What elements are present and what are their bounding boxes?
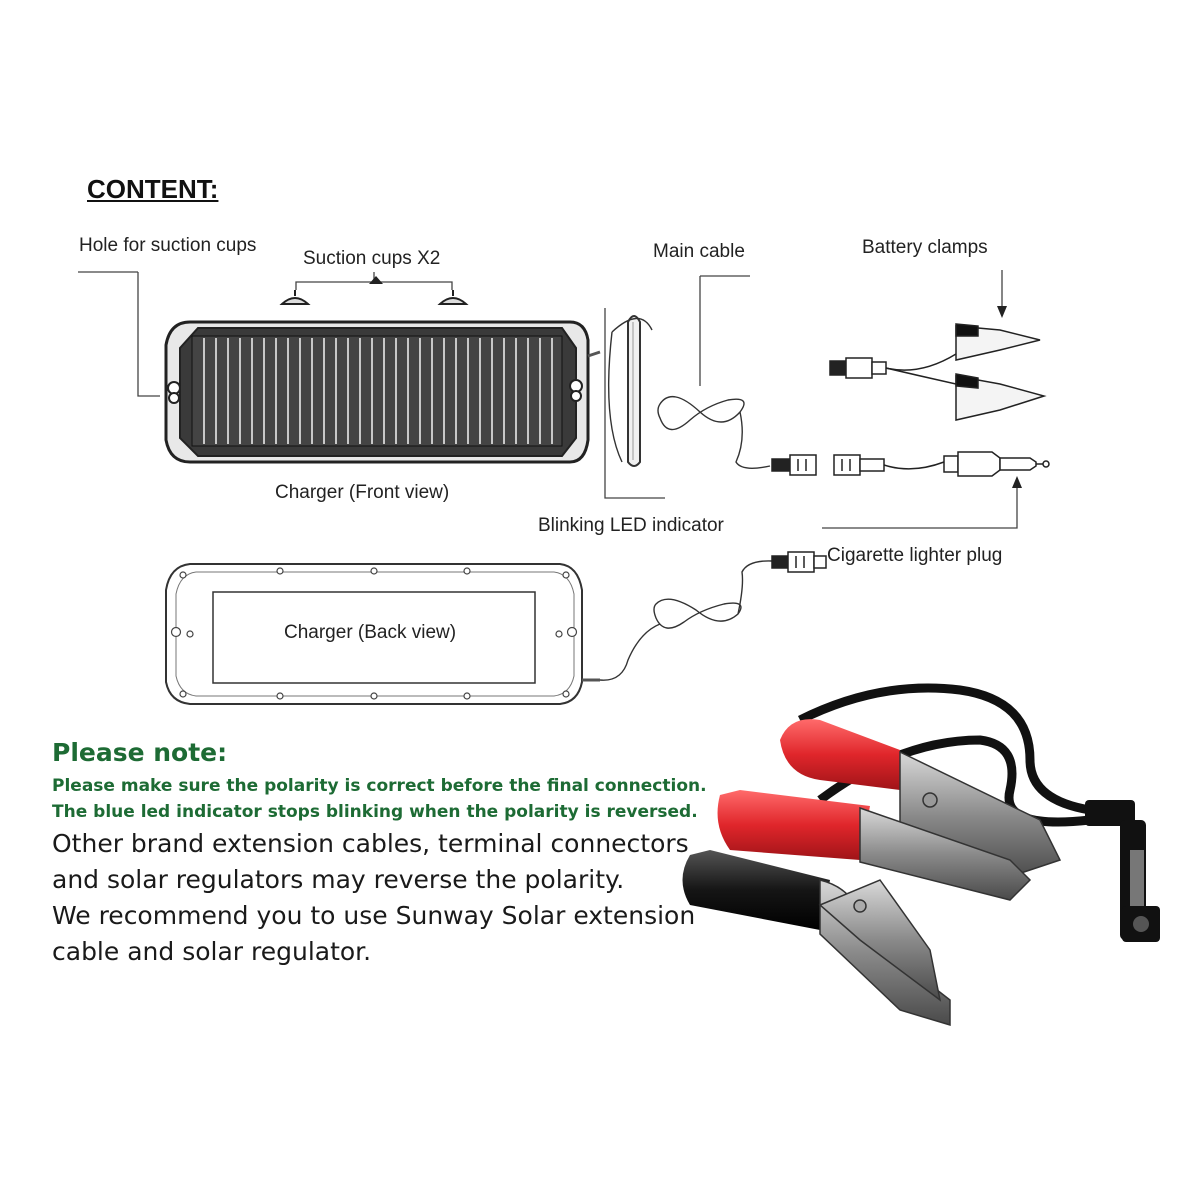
sae-connector-main-icon	[772, 455, 816, 475]
solar-cell-area	[192, 336, 562, 446]
suction-hole-left-icon	[168, 382, 180, 403]
sae-connector-plug-icon	[834, 455, 944, 475]
cigarette-lighter-plug-icon	[944, 452, 1049, 476]
paragraph-line: cable and solar regulator.	[52, 934, 692, 970]
note-line-led: The blue led indicator stops blinking wh…	[52, 802, 698, 822]
label-charger-back-view: Charger (Back view)	[284, 622, 456, 644]
paragraph-line: Other brand extension cables, terminal c…	[52, 826, 692, 862]
label-cigarette-lighter-plug: Cigarette lighter plug	[827, 545, 1002, 567]
suction-cup-right-icon	[440, 290, 466, 304]
battery-clamps-photo	[683, 688, 1161, 1025]
suction-hole-right-icon	[570, 380, 582, 401]
label-main-cable: Main cable	[653, 241, 745, 263]
label-battery-clamps: Battery clamps	[862, 237, 988, 259]
paragraph-line: and solar regulators may reverse the pol…	[52, 862, 692, 898]
label-hole-for-suction-cups: Hole for suction cups	[79, 235, 256, 257]
paragraph-line: We recommend you to use Sunway Solar ext…	[52, 898, 692, 934]
recommendation-paragraph: Other brand extension cables, terminal c…	[52, 826, 692, 970]
label-blinking-led-indicator: Blinking LED indicator	[538, 515, 724, 537]
note-line-polarity: Please make sure the polarity is correct…	[52, 776, 707, 796]
label-suction-cups: Suction cups X2	[303, 248, 440, 270]
note-title: Please note:	[52, 738, 227, 767]
charger-side-view	[628, 316, 640, 466]
label-charger-front-view: Charger (Front view)	[275, 482, 449, 504]
battery-clamps-drawing	[830, 324, 1044, 420]
content-heading: CONTENT:	[87, 174, 218, 205]
back-cable	[600, 561, 772, 680]
sae-connector-back-icon	[772, 552, 826, 572]
suction-cup-left-icon	[282, 290, 308, 304]
charger-front-view	[166, 322, 600, 462]
